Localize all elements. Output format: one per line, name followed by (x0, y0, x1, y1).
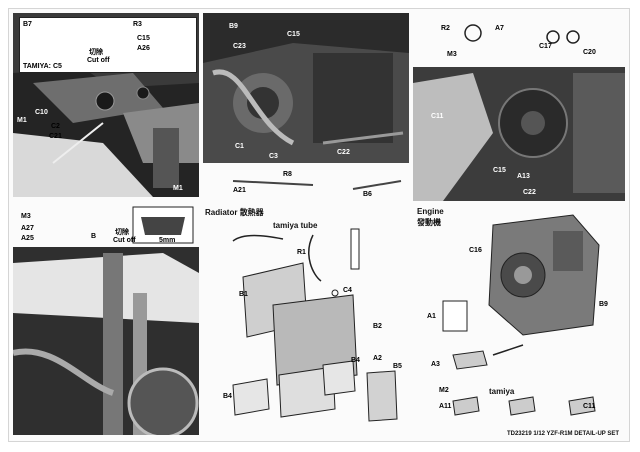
label-c3: C3 (269, 153, 278, 160)
label-a26: A26 (137, 45, 150, 52)
label-a7: A7 (495, 25, 504, 32)
label-b4-a: B4 (351, 357, 360, 364)
label-c15: C15 (287, 31, 300, 38)
label-r2: R2 (441, 25, 450, 32)
label-b7: B7 (23, 21, 32, 28)
radiator-title-cn: 散熱器 (239, 208, 264, 217)
label-r3: R3 (133, 21, 142, 28)
panel-front-fork: M3 A27 A25 B 切除 Cut off 5mm (13, 203, 199, 435)
label-r1: R1 (297, 249, 306, 256)
label-m3: M3 (447, 51, 457, 58)
label-c20: C20 (583, 49, 596, 56)
label-c17: C17 (539, 43, 552, 50)
radiator-drawing (232, 228, 398, 422)
label-a2: A2 (373, 355, 382, 362)
label-b2: B2 (373, 323, 382, 330)
label-b: B (91, 233, 97, 240)
label-b9: B9 (229, 23, 238, 30)
engine-drawing (442, 214, 600, 416)
label-b5: B5 (393, 363, 402, 370)
label-cut-en: Cut off (113, 237, 136, 244)
label-c11: C11 (583, 403, 596, 410)
front-fork-photo (13, 203, 199, 435)
panel-engine: Engine 發動機 C16 B9 A1 A3 M2 tamiya A11 C1… (413, 205, 625, 433)
engine-title-en: Engine (417, 207, 444, 216)
label-c22: C22 (523, 189, 536, 196)
label-c10: C10 (35, 109, 48, 116)
label-c16: C16 (469, 247, 482, 254)
panel-engine-side: B9 C15 C23 C1 C3 C22 R8 A21 B6 (203, 13, 409, 201)
label-cut-en: Cut off (87, 57, 110, 64)
label-b4-b: B4 (223, 393, 232, 400)
instruction-sheet: B7 R3 C15 A26 切除 Cut off TAMIYA: C5 C10 … (8, 8, 630, 442)
label-b9: B9 (599, 301, 608, 308)
radiator-title: Radiator 散熱器 (205, 207, 264, 218)
label-m1-a: M1 (17, 117, 27, 124)
label-cut-cn: 切除 (89, 49, 103, 56)
label-r8: R8 (283, 171, 292, 178)
label-c4: C4 (343, 287, 352, 294)
tamiya-tube-label: tamiya tube (273, 221, 318, 230)
label-m1-b: M1 (173, 185, 183, 192)
sheet-footer: TD23219 1/12 YZF-R1M DETAIL-UP SET (506, 431, 619, 437)
label-c11: C11 (431, 113, 444, 120)
label-cut-cn: 切除 (115, 229, 129, 236)
label-a21: A21 (233, 187, 246, 194)
label-a1: A1 (427, 313, 436, 320)
label-a11: A11 (439, 403, 452, 410)
label-a13: A13 (517, 173, 530, 180)
label-tamiya-c5: TAMIYA: C5 (23, 63, 62, 70)
panel-handlebar: B7 R3 C15 A26 切除 Cut off TAMIYA: C5 C10 … (13, 13, 199, 197)
label-c15: C15 (137, 35, 150, 42)
label-b6: B6 (363, 191, 372, 198)
engine-tamiya-label: tamiya (489, 387, 515, 396)
parts-inset-brake-reservoir (19, 17, 197, 73)
panel-right-side: R2 A7 M3 C17 C20 C11 C15 A13 C22 (413, 13, 625, 201)
label-b1: B1 (239, 291, 248, 298)
label-5mm: 5mm (159, 237, 176, 244)
label-c21: C21 (49, 133, 62, 140)
label-a25: A25 (21, 235, 34, 242)
label-a27: A27 (21, 225, 34, 232)
engine-title-cn: 發動機 (417, 218, 441, 227)
label-c1: C1 (235, 143, 244, 150)
label-a3: A3 (431, 361, 440, 368)
label-c2: C2 (51, 123, 60, 130)
label-m3: M3 (21, 213, 31, 220)
label-c23: C23 (233, 43, 246, 50)
engine-side-photo (203, 13, 409, 201)
panel-radiator: Radiator 散熱器 tamiya tube R1 C4 B1 B2 B4 … (203, 205, 409, 433)
label-m2: M2 (439, 387, 449, 394)
radiator-title-en: Radiator (205, 208, 238, 217)
label-c15: C15 (493, 167, 506, 174)
right-side-photo (413, 13, 625, 201)
label-c22: C22 (337, 149, 350, 156)
